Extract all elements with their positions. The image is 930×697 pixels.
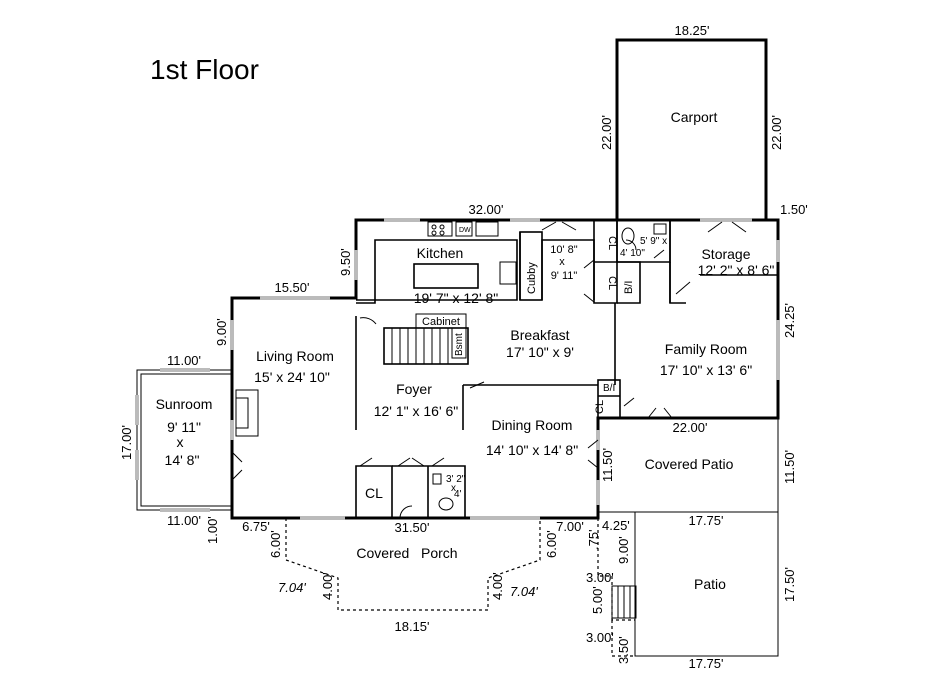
interior-walls	[355, 220, 778, 518]
dim-front-wall: 31.50'	[394, 520, 429, 535]
dim-family-bottom: 22.00'	[672, 420, 707, 435]
sunroom-x: x	[177, 434, 184, 450]
bath-depth: 4' 10"	[620, 248, 645, 259]
dim-porch-right-stub: 7.00'	[556, 519, 584, 534]
sunroom-width: 9' 11"	[167, 419, 201, 435]
dim-sunroom-top: 11.00'	[167, 353, 201, 368]
windows	[135, 218, 780, 520]
breakfast-size: 17' 10" x 9'	[506, 344, 574, 360]
dining-closet-label: CL	[594, 400, 606, 414]
patio-label: Patio	[694, 576, 726, 592]
dim-sunroom-left: 17.00'	[119, 425, 134, 460]
dim-covered-patio-right: 11.50'	[782, 450, 797, 484]
family-room-label: Family Room	[665, 341, 747, 357]
dim-porch-diag-left: 7.04'	[278, 580, 306, 595]
pantry-depth: 9' 11"	[551, 270, 578, 282]
kitchen-size: 19' 7" x 12' 8"	[414, 290, 499, 306]
carport-label: Carport	[671, 109, 718, 125]
dim-porch-inner-right: 4.00'	[490, 572, 505, 600]
dining-room-label: Dining Room	[492, 417, 573, 433]
sunroom-label: Sunroom	[156, 396, 213, 412]
dim-porch-diag-right: 7.04'	[510, 584, 538, 599]
dim-steps-w-top: 3.00'	[586, 570, 614, 585]
dim-porch-front: 18.15'	[394, 619, 429, 634]
powder-width: 3' 2"	[446, 474, 466, 485]
staircase	[391, 328, 449, 364]
covered-porch-label: Covered Porch	[356, 545, 457, 561]
dining-room-size: 14' 10" x 14' 8"	[486, 442, 578, 458]
dim-carport-top: 18.25'	[674, 23, 709, 38]
dim-porch-depth-right: 6.00'	[544, 530, 559, 558]
dishwasher-label: DW	[459, 227, 471, 234]
builtin-label: B/I	[623, 281, 635, 294]
dim-family-right: 24.25'	[782, 303, 797, 338]
dim-porch-inner-left: 4.00'	[320, 572, 335, 600]
pantry-width: 10' 8"	[550, 244, 578, 256]
breakfast-label: Breakfast	[510, 327, 569, 343]
dim-porch-left-stub: 6.75'	[242, 519, 270, 534]
dim-steps-w-bottom: 3.00'	[586, 630, 614, 645]
dim-patio-lower-left: 3.50'	[616, 636, 631, 664]
dim-right-step: 1.50'	[780, 202, 808, 217]
dim-step-left: 1.00'	[205, 516, 220, 544]
closet-label-lower: CL	[606, 276, 618, 290]
doors	[231, 221, 747, 519]
covered-patio-label: Covered Patio	[645, 456, 734, 472]
bathroom-fixtures	[432, 223, 667, 511]
basement-label: Bsmt	[454, 333, 465, 356]
dim-patio-notch-d: .75'	[586, 529, 601, 550]
storage-label: Storage	[701, 246, 750, 262]
storage-size: 12' 2" x 8' 6"	[698, 262, 775, 278]
dining-builtin-label: B/I	[603, 383, 615, 394]
covered-porch-outline	[285, 518, 541, 611]
foyer-size: 12' 1" x 16' 6"	[374, 403, 459, 419]
dim-patio-bottom: 17.75'	[688, 656, 723, 671]
patio-outline	[597, 512, 779, 657]
bath-width: 5' 9" x	[640, 236, 667, 247]
dim-living-top: 15.50'	[274, 280, 309, 295]
dim-patio-upper-left: 9.00'	[616, 536, 631, 564]
powder-x: x	[451, 483, 456, 494]
dim-patio-top: 17.75'	[688, 513, 723, 528]
dim-patio-right: 17.50'	[782, 567, 797, 602]
dim-porch-depth-left: 6.00'	[268, 530, 283, 558]
dim-carport-left: 22.00'	[599, 115, 614, 150]
cubby-label: Cubby	[526, 262, 538, 294]
covered-patio-outline	[598, 418, 779, 513]
foyer-label: Foyer	[396, 381, 432, 397]
dim-patio-notch-w: 4.25'	[602, 518, 630, 533]
dim-dining-right: 11.50'	[600, 448, 615, 482]
powder-depth: 4'	[454, 489, 462, 500]
dim-sunroom-bottom: 11.00'	[167, 513, 201, 528]
dim-steps-d: 5.00'	[590, 586, 605, 614]
living-room-size: 15' x 24' 10"	[254, 369, 330, 385]
kitchen-appliances	[235, 221, 517, 437]
closet-label-upper: CL	[606, 236, 618, 250]
living-room-label: Living Room	[256, 348, 334, 364]
family-room-size: 17' 10" x 13' 6"	[660, 362, 752, 378]
front-closet-label: CL	[365, 485, 383, 501]
dim-house-top: 32.00'	[468, 202, 503, 217]
cabinet-label: Cabinet	[422, 316, 460, 328]
kitchen-label: Kitchen	[417, 245, 464, 261]
floor-title: 1st Floor	[150, 54, 259, 85]
sunroom-depth: 14' 8"	[165, 452, 200, 468]
pantry-x: x	[559, 256, 565, 268]
dim-carport-right: 22.00'	[769, 115, 784, 150]
dim-living-left: 9.00'	[214, 318, 229, 346]
dim-kitchen-left: 9.50'	[338, 248, 353, 276]
